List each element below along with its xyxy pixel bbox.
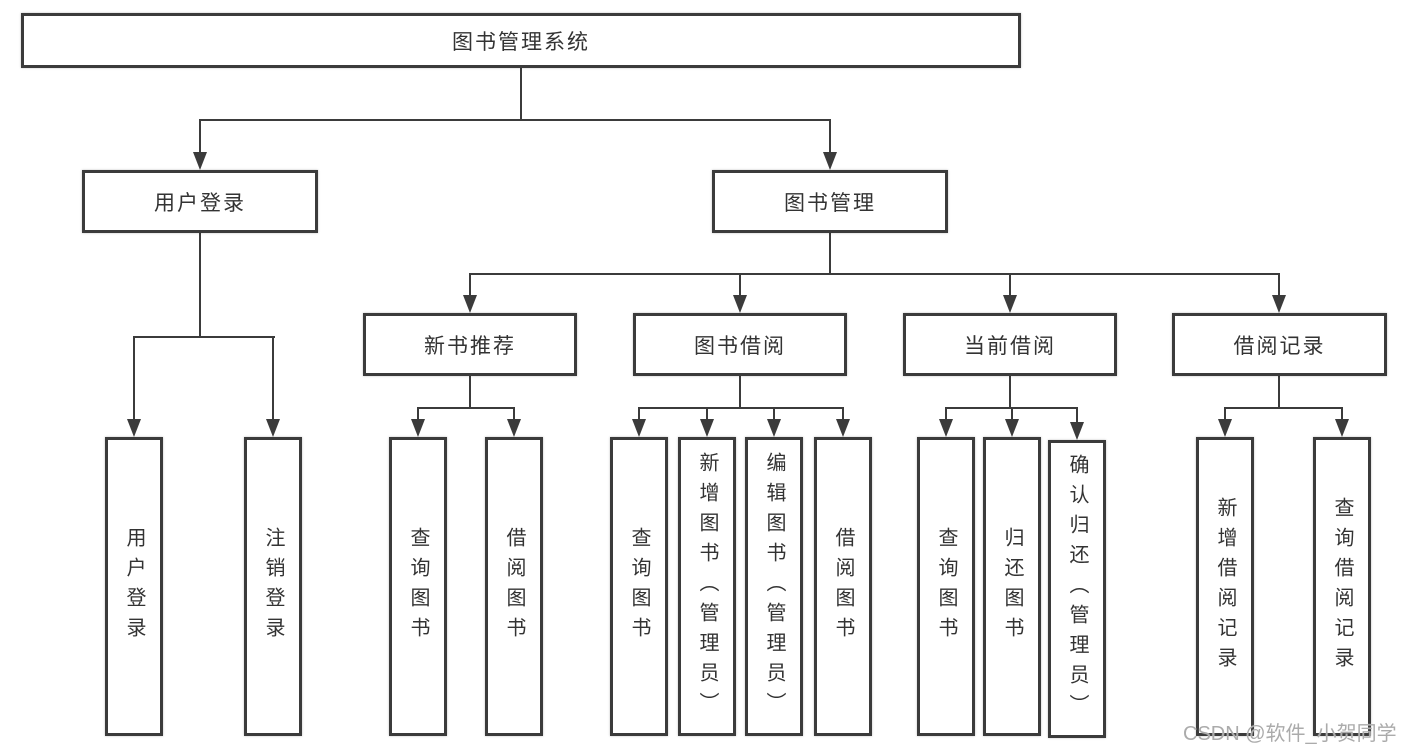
- connector-branch: [638, 407, 844, 409]
- connector-stem: [1009, 376, 1011, 409]
- connector-stem: [469, 376, 471, 409]
- connector-level2-branch: [199, 119, 831, 121]
- leaf-borrow-books: 借阅图书: [485, 437, 543, 736]
- connector-stem: [739, 273, 741, 297]
- leaf-search-books: 查询图书: [610, 437, 668, 736]
- node-label: 新增借阅记录: [1214, 496, 1236, 677]
- connector-stem: [1278, 376, 1280, 409]
- connector-stem: [945, 407, 947, 421]
- node-label: 归还图书: [1001, 526, 1023, 647]
- node-label: 查询图书: [935, 526, 957, 647]
- arrow-down-icon: [1005, 419, 1019, 437]
- leaf-confirm-return-admin: 确认归还（管理员）: [1048, 440, 1106, 738]
- connector-stem: [739, 376, 741, 409]
- arrow-down-icon: [1272, 295, 1286, 313]
- arrow-down-icon: [193, 152, 207, 170]
- node-current-borrow: 当前借阅: [903, 313, 1117, 376]
- node-label: 查询借阅记录: [1331, 496, 1353, 677]
- connector-stem: [272, 336, 274, 420]
- connector-stem: [773, 407, 775, 421]
- arrow-down-icon: [823, 152, 837, 170]
- connector-branch: [417, 407, 515, 409]
- arrow-down-icon: [507, 419, 521, 437]
- node-label: 图书管理: [784, 191, 876, 215]
- node-label: 查询图书: [628, 526, 650, 647]
- leaf-search-books: 查询图书: [389, 437, 447, 736]
- connector-stem: [417, 407, 419, 421]
- connector-stem: [469, 273, 471, 297]
- arrow-down-icon: [1218, 419, 1232, 437]
- node-new-book-recommend: 新书推荐: [363, 313, 577, 376]
- node-book-borrow: 图书借阅: [633, 313, 847, 376]
- connector-stem: [829, 119, 831, 153]
- arrow-down-icon: [632, 419, 646, 437]
- node-label: 确认归还（管理员）: [1066, 454, 1088, 724]
- node-borrow-records: 借阅记录: [1172, 313, 1387, 376]
- csdn-watermark: CSDN @软件_小贺同学: [1183, 723, 1397, 745]
- connector-stem: [1278, 273, 1280, 297]
- connector-branch: [1224, 407, 1342, 409]
- connector-stem: [1076, 407, 1078, 424]
- arrow-down-icon: [1070, 422, 1084, 440]
- leaf-user-login: 用户登录: [105, 437, 163, 736]
- node-label: 图书管理系统: [452, 30, 590, 54]
- leaf-edit-books-admin: 编辑图书（管理员）: [745, 437, 803, 736]
- leaf-search-books: 查询图书: [917, 437, 975, 736]
- node-label: 查询图书: [407, 526, 429, 647]
- leaf-logout: 注销登录: [244, 437, 302, 736]
- node-label: 编辑图书（管理员）: [763, 451, 785, 722]
- arrow-down-icon: [411, 419, 425, 437]
- leaf-add-books-admin: 新增图书（管理员）: [678, 437, 736, 736]
- connector-stem: [842, 407, 844, 421]
- arrow-down-icon: [463, 295, 477, 313]
- arrow-down-icon: [1335, 419, 1349, 437]
- arrow-down-icon: [1003, 295, 1017, 313]
- node-label: 用户登录: [154, 191, 246, 215]
- connector-stem: [199, 119, 201, 153]
- node-label: 借阅记录: [1233, 334, 1326, 358]
- connector-stem: [513, 407, 515, 421]
- connector-branch: [133, 336, 275, 338]
- node-label: 注销登录: [262, 526, 284, 647]
- node-label: 借阅图书: [832, 526, 854, 647]
- node-label: 新增图书（管理员）: [696, 451, 718, 722]
- connector-stem: [199, 233, 201, 338]
- node-book-management: 图书管理: [712, 170, 948, 233]
- connector-stem: [1341, 407, 1343, 421]
- node-label: 借阅图书: [503, 526, 525, 647]
- node-label: 图书借阅: [694, 334, 786, 358]
- connector-stem: [1011, 407, 1013, 421]
- arrow-down-icon: [836, 419, 850, 437]
- arrow-down-icon: [939, 419, 953, 437]
- leaf-add-borrow-record: 新增借阅记录: [1196, 437, 1254, 736]
- node-root: 图书管理系统: [21, 13, 1021, 68]
- leaf-search-borrow-record: 查询借阅记录: [1313, 437, 1371, 736]
- node-label: 当前借阅: [964, 334, 1056, 358]
- leaf-return-books: 归还图书: [983, 437, 1041, 736]
- connector-stem: [706, 407, 708, 421]
- connector-root-stem: [520, 68, 522, 121]
- node-label: 用户登录: [123, 526, 145, 647]
- connector-stem: [133, 336, 135, 420]
- leaf-borrow-books: 借阅图书: [814, 437, 872, 736]
- arrow-down-icon: [767, 419, 781, 437]
- arrow-down-icon: [700, 419, 714, 437]
- node-label: 新书推荐: [424, 334, 516, 358]
- node-user-login: 用户登录: [82, 170, 318, 233]
- connector-stem: [1009, 273, 1011, 297]
- arrow-down-icon: [127, 419, 141, 437]
- connector-stem: [1224, 407, 1226, 421]
- arrow-down-icon: [733, 295, 747, 313]
- arrow-down-icon: [266, 419, 280, 437]
- connector-stem: [829, 233, 831, 275]
- connector-level3-branch: [469, 273, 1280, 275]
- connector-stem: [638, 407, 640, 421]
